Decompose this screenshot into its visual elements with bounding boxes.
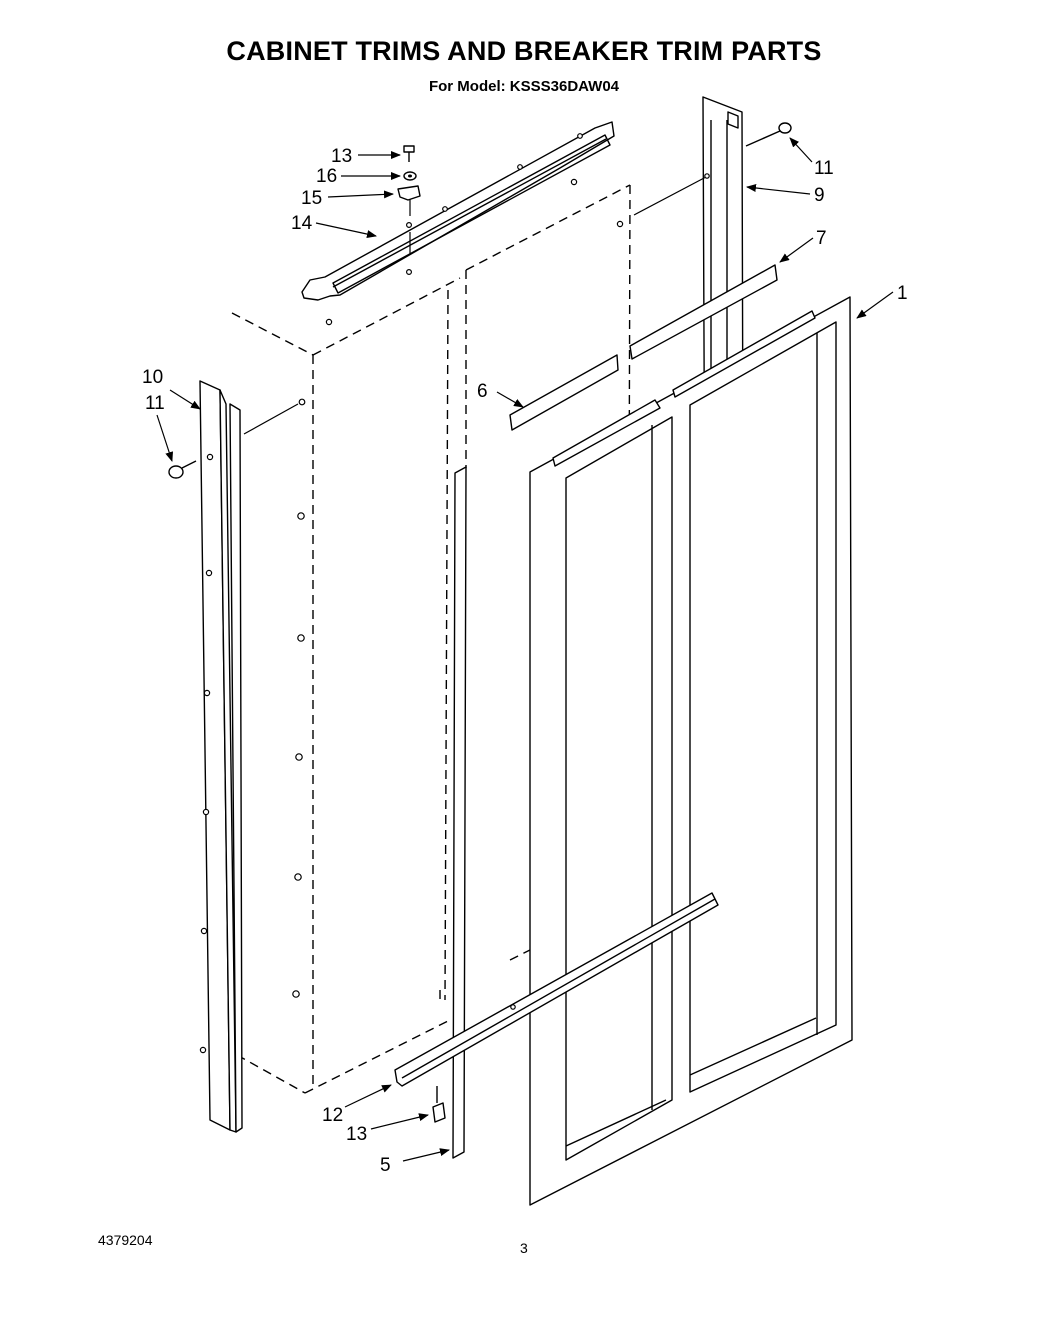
- leader-arrows: [156, 137, 894, 1162]
- part-6-trim-strip: [509, 354, 619, 431]
- callout-13-bottom: 13: [346, 1124, 367, 1145]
- part-10-left-side-trim: [199, 380, 299, 1133]
- callout-13-top: 13: [331, 146, 352, 167]
- callout-11-right: 11: [814, 158, 834, 179]
- callout-6: 6: [477, 381, 488, 402]
- screw-11-right: [745, 122, 792, 147]
- callout-7: 7: [816, 228, 827, 249]
- callout-14: 14: [291, 213, 313, 234]
- part-14-top-trim: [301, 121, 615, 301]
- model-subtitle: For Model: KSSS36DAW04: [428, 78, 620, 95]
- callout-12: 12: [322, 1105, 343, 1126]
- screw-11-left: [168, 460, 197, 479]
- washer-16: [403, 171, 417, 181]
- page-number: 3: [520, 1240, 528, 1256]
- callout-9: 9: [814, 185, 825, 206]
- part-12-bottom-trim: [394, 892, 719, 1087]
- document-number: 4379204: [98, 1232, 153, 1248]
- top-screw-13: [403, 145, 415, 162]
- callout-1: 1: [897, 283, 908, 304]
- callout-5: 5: [380, 1155, 391, 1176]
- callout-16: 16: [316, 166, 337, 187]
- callout-10: 10: [142, 367, 163, 388]
- page-title: CABINET TRIMS AND BREAKER TRIM PARTS: [226, 36, 822, 66]
- part-7-trim-strip: [629, 264, 778, 360]
- clip-15: [397, 185, 421, 201]
- callout-labels: 13 16 15 14 11 9 7 1 10 11 6 12 13 5: [142, 146, 908, 1176]
- callout-11-left: 11: [145, 393, 165, 414]
- cabinet-holes: [292, 178, 624, 998]
- bottom-screw-13: [432, 1086, 446, 1123]
- callout-15: 15: [301, 188, 322, 209]
- part-1-breaker-frame: [529, 296, 853, 1206]
